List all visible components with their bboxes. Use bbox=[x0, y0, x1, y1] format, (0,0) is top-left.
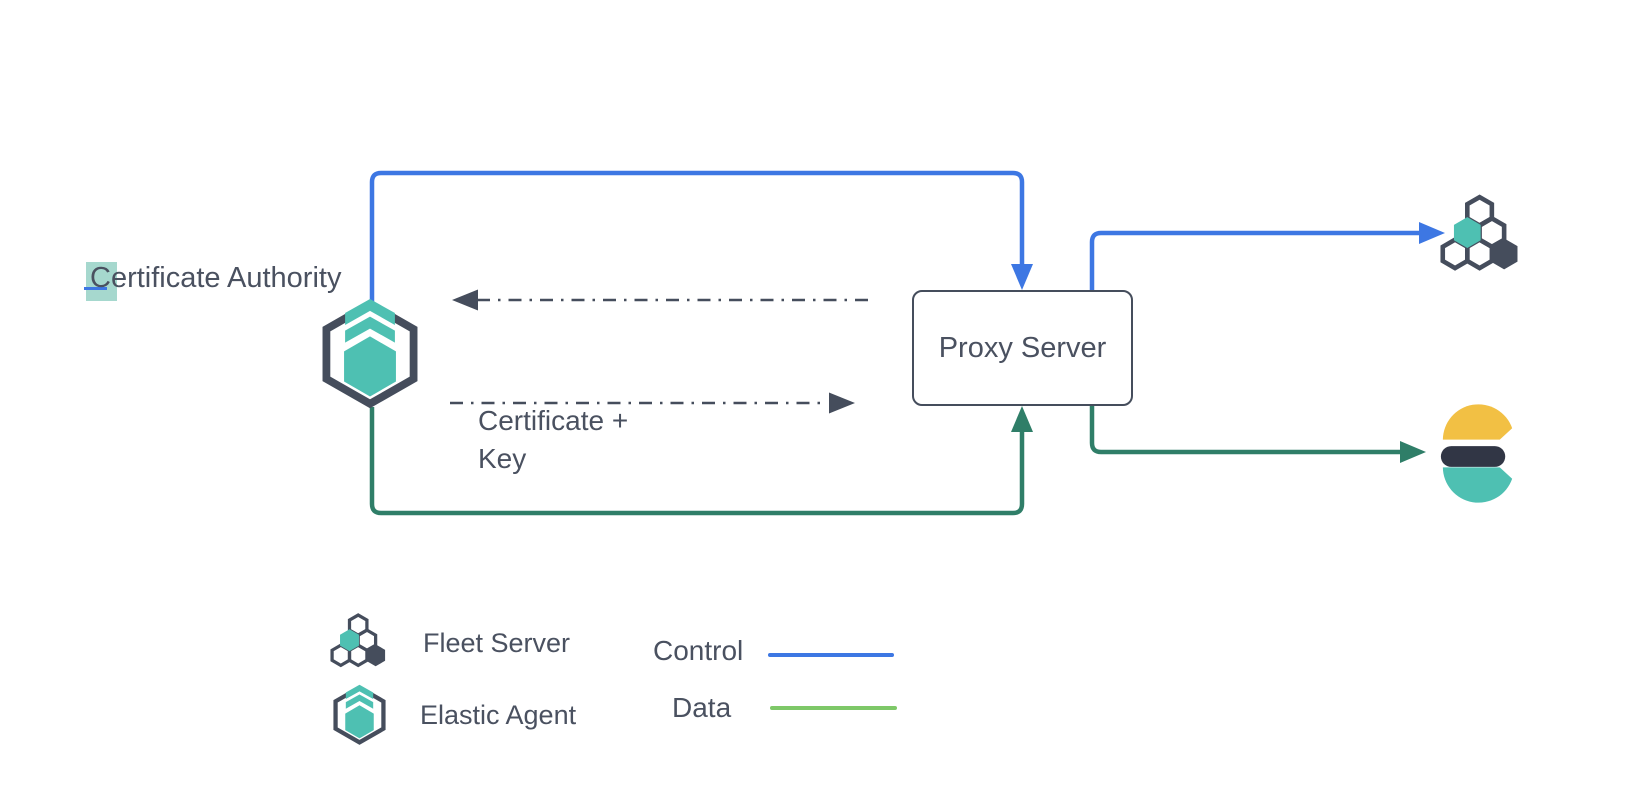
proxy-server-label: Proxy Server bbox=[938, 331, 1107, 364]
legend-fleet-server-label[interactable]: Fleet Server bbox=[423, 628, 571, 658]
fleet-server-icon[interactable] bbox=[1437, 189, 1523, 277]
arrowhead-up-icon bbox=[1011, 406, 1033, 432]
legend-control-label[interactable]: Control bbox=[653, 635, 744, 666]
arrowhead-right-icon bbox=[1419, 222, 1445, 244]
legend-control-line-swatch[interactable] bbox=[768, 653, 894, 657]
arrowhead-right-icon bbox=[1400, 441, 1426, 463]
text-selection-highlight bbox=[86, 262, 117, 301]
legend-fleet-server-icon[interactable] bbox=[328, 611, 389, 670]
control-connector-agent-to-proxy[interactable] bbox=[369, 170, 1033, 302]
elastic-agent-icon[interactable] bbox=[318, 299, 422, 409]
certificate-key-label[interactable]: Certificate + Key bbox=[478, 405, 629, 474]
arrowhead-left-icon bbox=[452, 289, 478, 311]
arrowhead-right-icon bbox=[829, 392, 855, 414]
dashed-connector-agent-to-proxy-certificate-key[interactable] bbox=[450, 392, 855, 414]
legend-data-line-swatch[interactable] bbox=[770, 706, 897, 710]
certificate-authority-label[interactable]: Certificate Authority bbox=[90, 262, 342, 294]
legend-elastic-agent-label[interactable]: Elastic Agent bbox=[420, 700, 577, 730]
elasticsearch-icon[interactable] bbox=[1429, 404, 1528, 503]
data-connector-proxy-to-elasticsearch[interactable] bbox=[1089, 406, 1426, 463]
arrowhead-down-icon bbox=[1011, 264, 1033, 290]
dashed-connector-proxy-to-agent[interactable] bbox=[452, 289, 868, 311]
data-connector-agent-to-proxy[interactable] bbox=[369, 406, 1033, 516]
control-connector-proxy-to-fleet-server[interactable] bbox=[1089, 222, 1445, 290]
proxy-server-node[interactable]: Proxy Server bbox=[912, 290, 1133, 406]
text-cursor-caret bbox=[84, 287, 107, 290]
legend-data-label[interactable]: Data bbox=[672, 692, 732, 723]
legend-elastic-agent-icon[interactable] bbox=[331, 684, 388, 746]
